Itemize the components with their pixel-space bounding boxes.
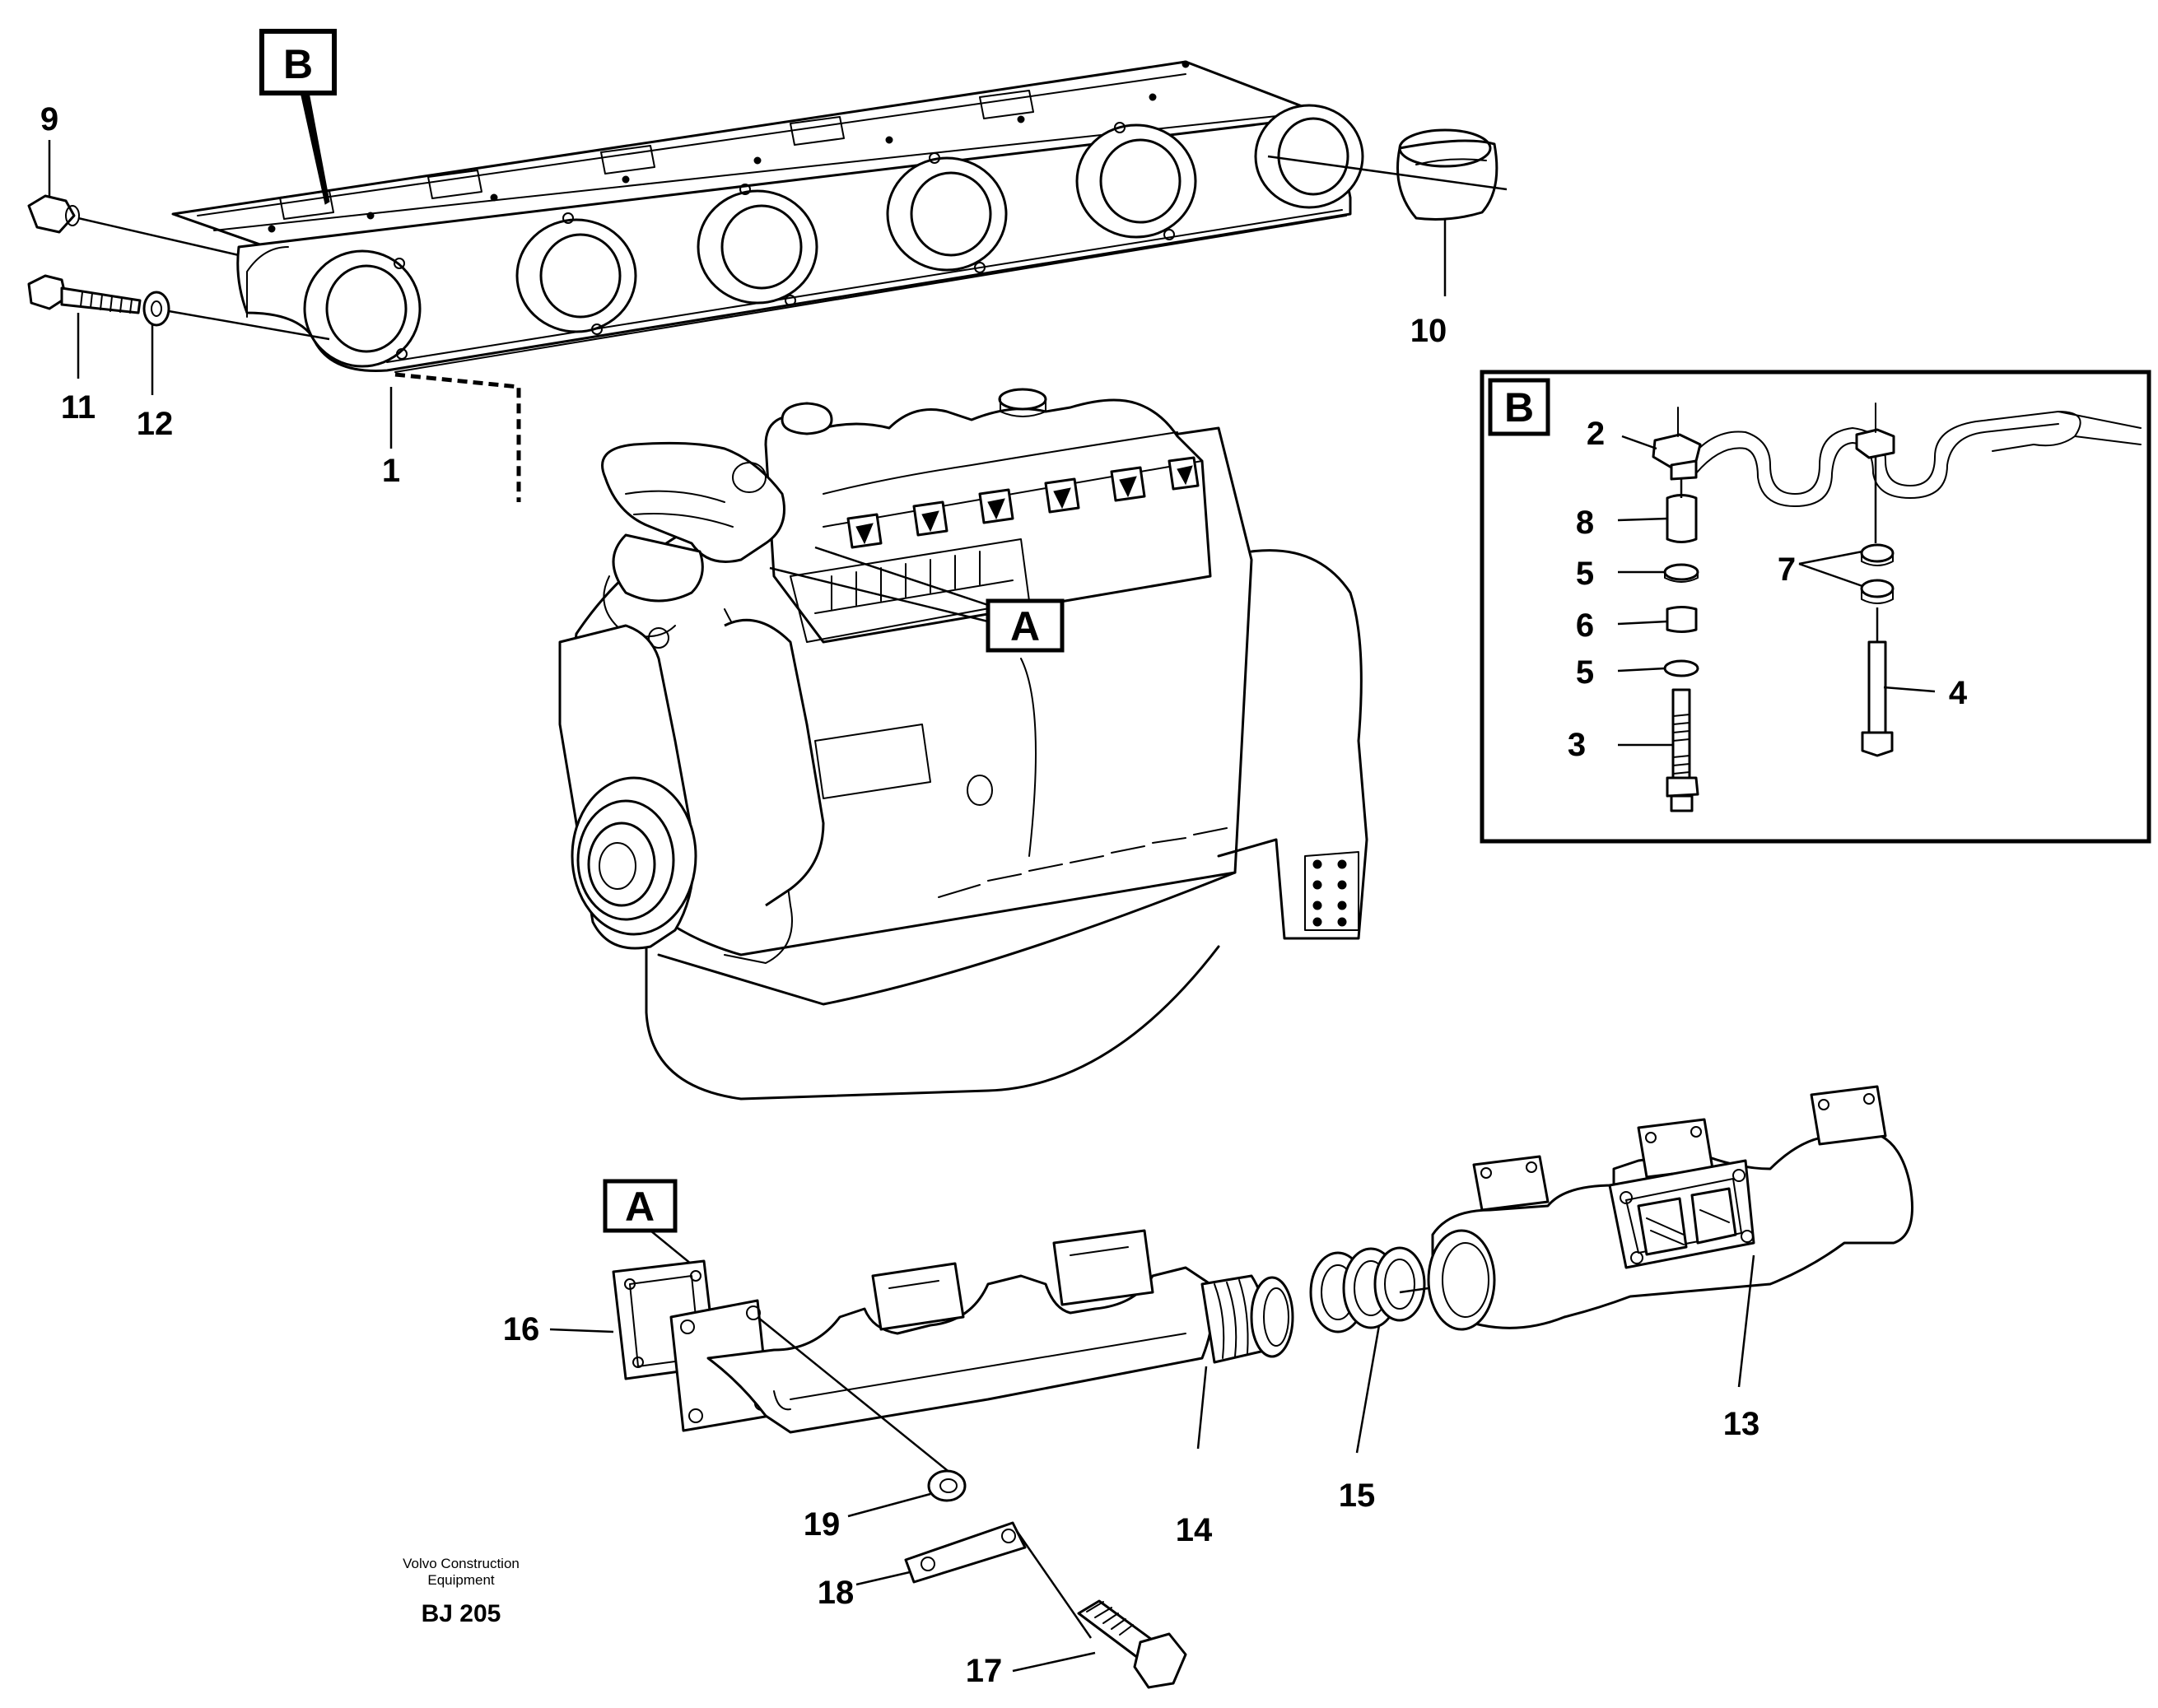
callout-18: 18 <box>818 1575 855 1611</box>
heat-shield-cover <box>171 60 1364 373</box>
port-ring-4 <box>886 152 1008 273</box>
callout-12: 12 <box>137 406 174 442</box>
drawing-code: BJ 205 <box>422 1600 501 1627</box>
plate-part-18 <box>904 1521 1027 1584</box>
crankshaft-pulley <box>571 776 697 936</box>
stud-assembly-left <box>1652 407 1702 812</box>
credit-line-2: Equipment <box>427 1572 495 1588</box>
callout-5-lower: 5 <box>1576 654 1594 691</box>
sleeve-part-10 <box>1396 128 1498 221</box>
callout-4: 4 <box>1949 675 1968 711</box>
callout-17: 17 <box>966 1653 1003 1689</box>
callout-6: 6 <box>1576 607 1594 644</box>
callout-19: 19 <box>804 1506 841 1543</box>
detail-b-inset-label: B <box>1504 384 1534 430</box>
footer-credit: Volvo Construction Equipment BJ 205 <box>403 1556 520 1627</box>
callout-3: 3 <box>1568 727 1586 763</box>
stud-assembly-right <box>1855 403 1895 757</box>
manifold-front-part-14 <box>669 1229 1294 1434</box>
callout-14: 14 <box>1176 1512 1213 1548</box>
callout-11: 11 <box>61 389 96 426</box>
detail-a-marker-engine: A <box>986 598 1065 653</box>
washer-part-19 <box>927 1469 967 1502</box>
seal-rings-part-15 <box>1309 1246 1426 1333</box>
detail-a-marker-label: A <box>1010 603 1040 649</box>
nut-part-9 <box>27 194 80 234</box>
washer-part-12 <box>142 291 170 327</box>
manifold-rear-part-13 <box>1427 1085 1913 1331</box>
engine-block <box>558 388 1368 1101</box>
callout-2: 2 <box>1587 416 1605 452</box>
callout-labels: 1 2 3 4 5 5 6 7 8 9 10 11 12 13 14 15 16… <box>40 101 1968 1689</box>
callout-16: 16 <box>503 1311 540 1347</box>
credit-line-1: Volvo Construction <box>403 1556 520 1571</box>
cover-bolt-holes <box>268 60 1190 233</box>
callout-7: 7 <box>1778 551 1796 588</box>
detail-a-marker-manifold: A <box>603 1179 678 1233</box>
detail-b-marker-label: B <box>283 41 313 87</box>
intake-ports <box>846 456 1200 549</box>
detail-b-marker-cover: B <box>259 29 337 95</box>
detail-a-manifold-label: A <box>625 1184 655 1230</box>
port-ring-5 <box>1075 122 1197 240</box>
callout-9: 9 <box>40 101 58 137</box>
callout-5-upper: 5 <box>1576 556 1594 592</box>
port-ring-6 <box>1254 104 1364 209</box>
callout-13: 13 <box>1723 1406 1760 1442</box>
port-ring-1 <box>303 249 422 368</box>
bolt-part-11 <box>27 274 142 314</box>
port-ring-3 <box>697 184 818 306</box>
bolt-part-17 <box>1077 1599 1187 1689</box>
callout-10: 10 <box>1410 313 1447 349</box>
port-ring-2 <box>515 212 637 335</box>
callout-8: 8 <box>1576 505 1594 541</box>
callout-1: 1 <box>382 453 400 489</box>
callout-15: 15 <box>1339 1478 1376 1514</box>
detail-b-inset: B <box>1480 370 2151 844</box>
